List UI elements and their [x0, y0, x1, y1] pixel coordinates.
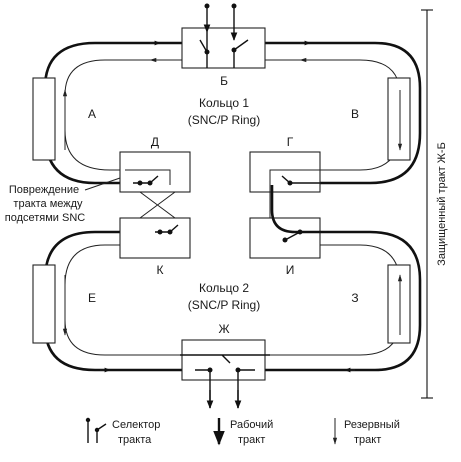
node-i-label: И — [286, 263, 295, 277]
ring-1-name: Кольцо 1 — [199, 96, 249, 110]
legend-selector-line2: тракта — [118, 434, 152, 446]
node-k-label: К — [157, 263, 164, 277]
protected-path-label: Защищенный тракт Ж-Б — [436, 142, 448, 266]
legend-selector-icon — [85, 417, 107, 443]
node-g-label: Г — [287, 135, 294, 149]
node-e-label: Е — [88, 291, 96, 305]
legend-working-line2: тракт — [238, 434, 265, 446]
node-z-box — [387, 264, 411, 344]
legend-working-line1: Рабочий — [230, 419, 273, 431]
legend-selector-line1: Селектор — [112, 419, 160, 431]
damage-leader — [84, 177, 121, 191]
node-zh-box — [181, 339, 266, 381]
damage-note-line1: Повреждение — [9, 184, 79, 196]
damage-note-line2: тракта между — [13, 198, 83, 210]
ring-1: Б А В Кольцо 1 (SNC/P Ring) Д Г — [32, 3, 422, 240]
node-b-label: Б — [220, 74, 228, 88]
legend: Селектор тракта Рабочий тракт Резервный … — [85, 417, 400, 446]
node-i-switch — [284, 231, 301, 241]
node-g-box — [249, 151, 321, 193]
ring-2: К И Кольцо 2 (SNC/P Ring) Е З Ж — [32, 185, 422, 409]
node-v-label: В — [351, 107, 359, 121]
ring-2-name: Кольцо 2 — [199, 281, 249, 295]
node-g-backup-route — [269, 169, 320, 240]
protected-path-indicator: Защищенный тракт Ж-Б — [421, 9, 448, 399]
damage-note-line3: подсетями SNC — [5, 212, 86, 224]
damage-x — [139, 191, 176, 219]
node-z-label: З — [351, 291, 358, 305]
node-d-label: Д — [151, 135, 159, 149]
node-zh-label: Ж — [218, 322, 229, 336]
node-b-box — [181, 27, 266, 69]
node-a-label: А — [88, 107, 96, 121]
node-i-cross-link — [270, 185, 330, 234]
node-zh-switch — [180, 354, 270, 364]
damage-cross — [84, 177, 176, 219]
node-a-box — [32, 77, 56, 161]
node-d-box — [119, 151, 191, 193]
node-d-backup-route — [125, 169, 171, 185]
ring-1-type: (SNC/P Ring) — [188, 113, 260, 127]
legend-backup-line1: Резервный — [344, 419, 400, 431]
node-k-box — [119, 217, 191, 259]
node-v-box — [387, 77, 411, 161]
ring-2-type: (SNC/P Ring) — [188, 298, 260, 312]
node-e-box — [32, 264, 56, 344]
legend-backup-line2: тракт — [354, 434, 381, 446]
